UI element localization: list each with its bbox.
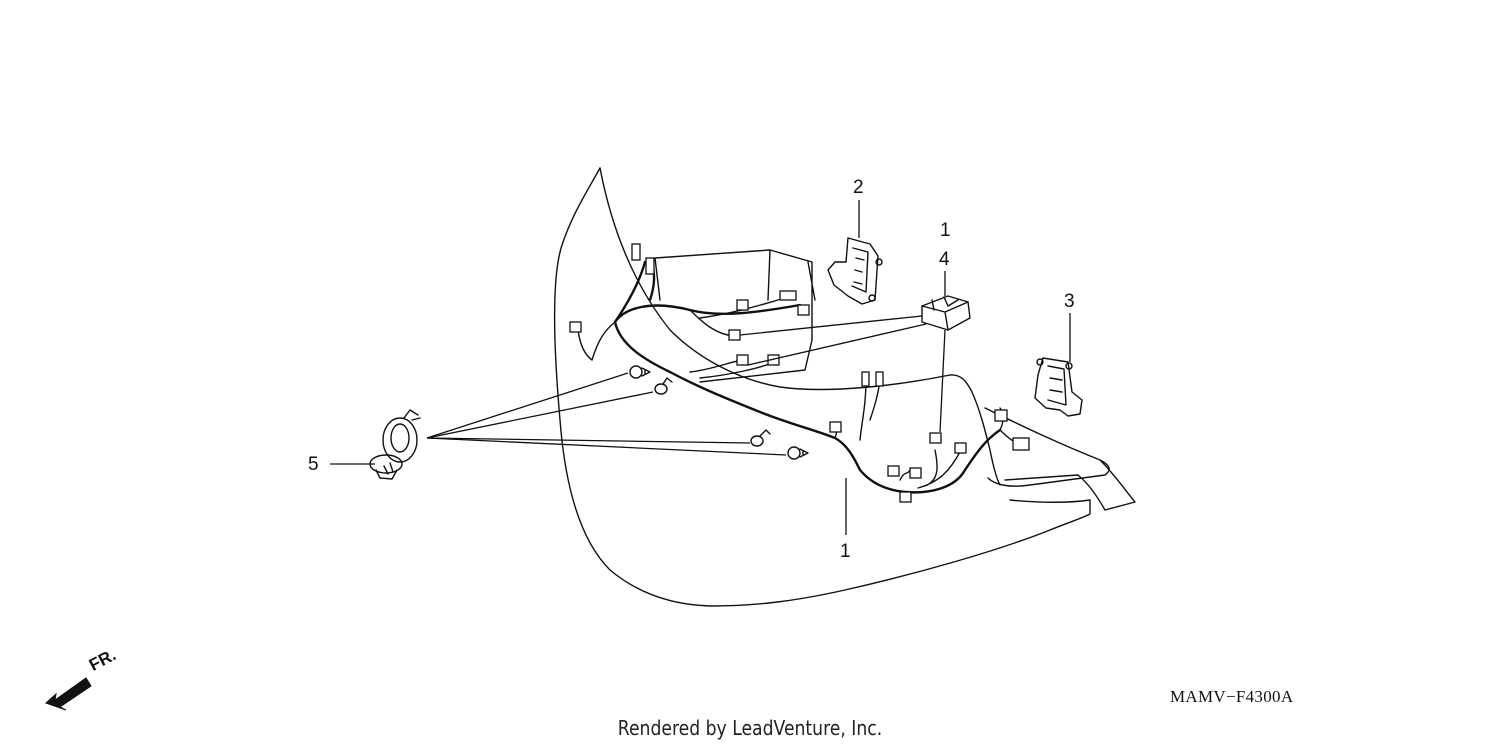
leader-part-1-top: [739, 315, 923, 336]
clip-mark-2: [654, 377, 673, 395]
electrical-case: [654, 249, 816, 383]
leader-clip-2: [426, 391, 654, 439]
footer-credit: Rendered by LeadVenture, Inc.: [617, 716, 883, 740]
connector-o: [899, 491, 912, 503]
diagram-code: MAMV−F4300A: [1170, 687, 1294, 706]
rear-fender: [984, 407, 1110, 487]
rear-fender-trim: [1004, 459, 1136, 511]
leader-clip-1: [426, 372, 629, 439]
body-panel-outline: [553, 167, 1091, 607]
connector-f: [797, 304, 810, 316]
clip-mark-3: [750, 429, 771, 447]
connector-a: [569, 321, 582, 333]
body-panel-inner-edge: [599, 167, 1001, 486]
part-2-bracket: [827, 237, 883, 305]
front-arrow-icon: [45, 677, 92, 711]
connector-p: [929, 432, 942, 444]
connector-q: [954, 442, 967, 454]
leader-part-4-down: [939, 329, 946, 433]
callout-part-4: 4: [939, 249, 950, 270]
connector-n: [909, 467, 922, 479]
connector-k: [861, 371, 870, 387]
connector-c: [645, 257, 655, 275]
harness-connectors: [569, 243, 1030, 503]
connector-h: [736, 354, 749, 366]
connector-e: [779, 290, 797, 301]
harness-branch-left: [577, 321, 616, 361]
callout-part-1-bottom: 1: [840, 541, 851, 562]
part-3-bracket: [1034, 357, 1083, 417]
leader-clip-4: [426, 437, 787, 456]
connector-b: [631, 243, 641, 261]
connector-l: [875, 371, 884, 387]
callout-part-2: 2: [853, 177, 864, 198]
callout-part-3: 3: [1064, 291, 1075, 312]
clip-mark-4: [787, 446, 809, 460]
leader-clip-3: [426, 437, 751, 444]
part-5-clip: [369, 409, 421, 480]
connector-s: [1012, 437, 1030, 451]
part-4-holder: [921, 295, 971, 331]
connector-j: [829, 421, 842, 433]
leader-lines: [330, 200, 1071, 535]
clip-locations: [629, 365, 809, 460]
connector-g: [728, 329, 741, 341]
clip-mark-1: [629, 365, 651, 379]
callout-part-1-top: 1: [940, 220, 951, 241]
connector-m: [887, 465, 900, 477]
callout-part-5: 5: [308, 454, 319, 475]
connector-d: [736, 299, 749, 311]
leader-part-1-top-b: [747, 323, 927, 366]
connector-r: [994, 409, 1008, 422]
